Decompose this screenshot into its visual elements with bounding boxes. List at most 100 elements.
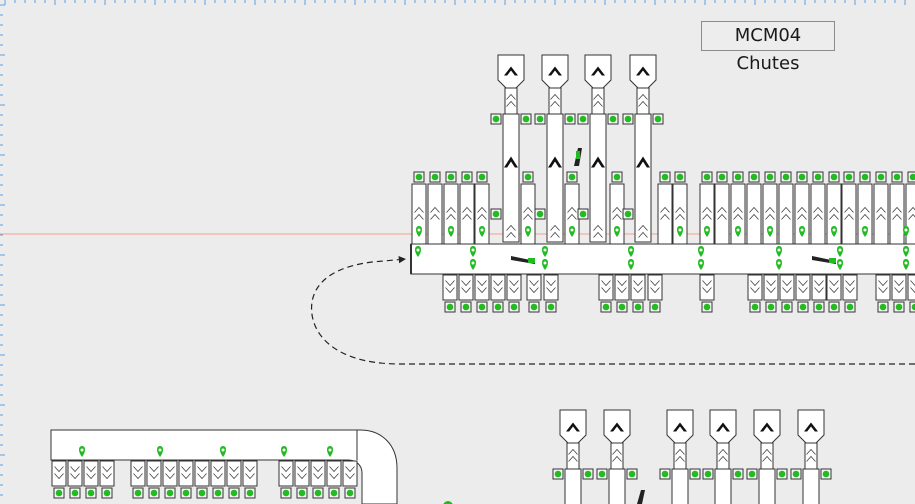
- chute-lower: [826, 274, 842, 313]
- chute-chevron: [477, 280, 487, 287]
- chute-status-indicator: [813, 301, 825, 313]
- chute-chevron: [878, 287, 888, 294]
- chute-status-indicator: [164, 487, 176, 499]
- chute-status-indicator: [701, 301, 713, 313]
- chute-status-indicator: [492, 301, 504, 313]
- chute-chevron: [414, 213, 424, 220]
- tall-chute: [490, 54, 532, 243]
- chute-chevron: [829, 213, 839, 220]
- chute-status-indicator: [180, 487, 192, 499]
- chute-status-indicator: [534, 208, 546, 220]
- chute-status-indicator: [607, 113, 619, 125]
- chute-status-indicator: [844, 301, 856, 313]
- chute-chevron: [612, 206, 622, 213]
- chute-lower: [194, 460, 210, 499]
- chute-chevron: [798, 287, 808, 294]
- chute-chevron: [612, 455, 622, 462]
- chute-upper: [873, 171, 889, 245]
- chute-marker: [448, 226, 454, 237]
- chute-status-indicator: [101, 487, 113, 499]
- chute-lower: [51, 460, 67, 499]
- chute-chevron: [70, 466, 80, 473]
- top-lower-chute-row: [442, 274, 915, 313]
- chute-chevron: [675, 448, 685, 455]
- chute-status-indicator: [476, 171, 488, 183]
- chute-marker: [767, 226, 773, 237]
- chute-chevron: [345, 473, 355, 480]
- conveyor-marker: [443, 501, 453, 504]
- chute-chevron: [548, 66, 562, 76]
- chute-chevron: [229, 473, 239, 480]
- chute-chevron: [593, 231, 603, 238]
- chute-status-indicator: [577, 113, 589, 125]
- chute-lower: [278, 460, 294, 499]
- chute-chevron: [165, 466, 175, 473]
- conveyor-marker: [157, 446, 163, 457]
- chute-chevron: [102, 466, 112, 473]
- chute-chevron: [506, 231, 516, 238]
- chute-status-indicator: [812, 171, 824, 183]
- chute-lower: [647, 274, 663, 313]
- chute-chevron: [633, 287, 643, 294]
- chute-chevron: [797, 206, 807, 213]
- chute-marker: [799, 226, 805, 237]
- chute-upper: [794, 171, 810, 245]
- chute-status-indicator: [445, 171, 457, 183]
- chute-status-indicator: [622, 113, 634, 125]
- chute-lower: [779, 274, 795, 313]
- chute-status-indicator: [508, 301, 520, 313]
- chute-status-indicator: [626, 468, 638, 480]
- chute-status-indicator: [444, 301, 456, 313]
- chute-chevron: [591, 66, 605, 76]
- chute-lower: [598, 274, 614, 313]
- chute-chevron: [86, 466, 96, 473]
- chute-chevron: [910, 280, 915, 287]
- chute-chevron: [529, 287, 539, 294]
- chute-lower: [342, 460, 358, 499]
- chute-chevron: [229, 466, 239, 473]
- chute-status-indicator: [296, 487, 308, 499]
- conveyor-marker: [79, 446, 85, 457]
- chute-chevron: [149, 466, 159, 473]
- chute-chevron: [566, 422, 580, 432]
- chute-status-indicator: [748, 171, 760, 183]
- chute-chevron: [591, 156, 605, 168]
- chute-chevron: [766, 280, 776, 287]
- chute-chevron: [782, 280, 792, 287]
- chute-status-indicator: [413, 171, 425, 183]
- chute-chevron: [781, 206, 791, 213]
- chute-chevron: [762, 448, 772, 455]
- chute-chevron: [675, 213, 685, 220]
- chute-chevron: [638, 100, 648, 107]
- chute-chevron: [860, 213, 870, 220]
- chute-upper: [857, 171, 873, 245]
- chute-lower: [842, 274, 858, 313]
- chute-status-indicator: [764, 171, 776, 183]
- chute-lower: [162, 460, 178, 499]
- chute-lower: [310, 460, 326, 499]
- chute-chevron: [477, 206, 487, 213]
- chute-lower: [294, 460, 310, 499]
- chute-chevron: [281, 473, 291, 480]
- chute-chevron: [760, 422, 774, 432]
- chute-chevron: [638, 231, 648, 238]
- chute-status-indicator: [490, 113, 502, 125]
- conveyor-marker: [470, 246, 476, 257]
- chute-chevron: [806, 448, 816, 455]
- chute-chevron: [765, 206, 775, 213]
- chute-chevron: [567, 213, 577, 220]
- chute-chevron: [529, 280, 539, 287]
- chute-chevron: [550, 93, 560, 100]
- tall-chute: [746, 409, 788, 504]
- chute-chevron: [245, 466, 255, 473]
- chute-status-indicator: [746, 468, 758, 480]
- chute-chevron: [806, 455, 816, 462]
- tall-chute: [552, 409, 594, 504]
- chute-lower: [907, 274, 915, 313]
- chute-chevron: [548, 156, 562, 168]
- chute-upper: [778, 171, 794, 245]
- chute-chevron: [149, 473, 159, 480]
- chute-status-indicator: [460, 301, 472, 313]
- chute-chevron: [213, 473, 223, 480]
